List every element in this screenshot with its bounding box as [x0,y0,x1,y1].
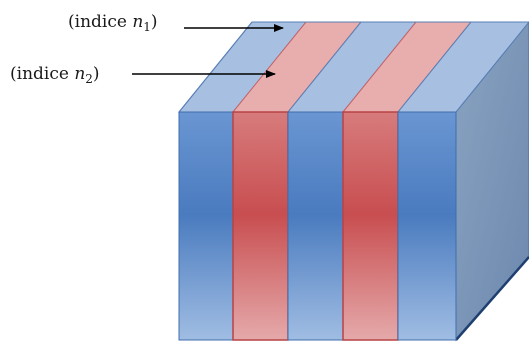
label-indice-n2: (indice n2) [10,64,100,86]
side-bottom-edge [455,256,529,341]
label-indice-n1: (indice n1) [68,12,158,34]
front-face-layer-4 [342,111,399,341]
front-face-layer-3 [287,111,344,341]
front-face-layer-1 [178,111,234,341]
front-face-layer-2 [232,111,289,341]
front-face-layer-5 [397,111,457,341]
block-outline [178,21,529,113]
